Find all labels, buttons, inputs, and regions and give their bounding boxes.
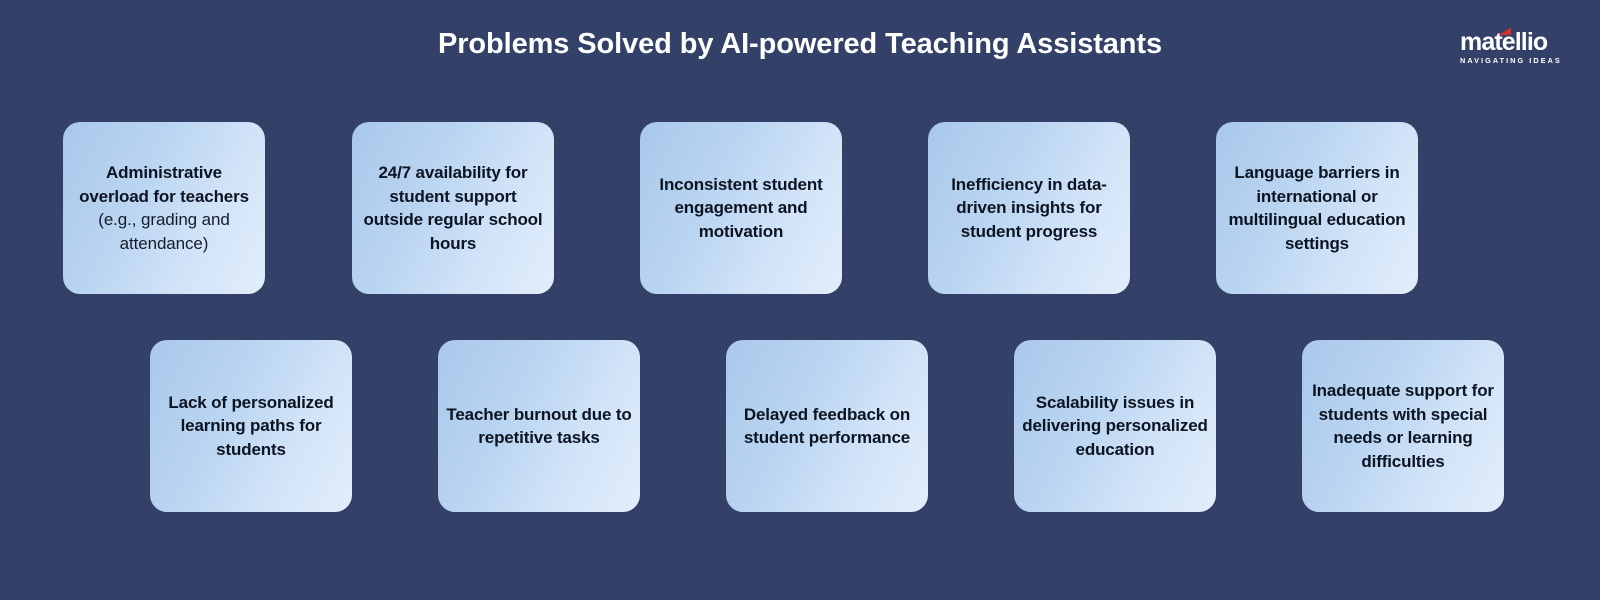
problem-card-text: Inconsistent student engagement and moti… [646, 173, 836, 244]
problem-card-text: Lack of personalized learning paths for … [156, 391, 346, 462]
problem-card-text: Inadequate support for students with spe… [1308, 379, 1498, 473]
problem-card-inconsistent-engagement[interactable]: Inconsistent student engagement and moti… [640, 122, 842, 294]
problem-card-text: 24/7 availability for student support ou… [358, 161, 548, 255]
problem-card-no-personalized-paths[interactable]: Lack of personalized learning paths for … [150, 340, 352, 512]
problem-cards-row-bottom: Lack of personalized learning paths for … [0, 340, 1600, 512]
brand-logo: matellio NAVIGATING IDEAS [1460, 27, 1572, 66]
problem-card-label: Language barriers in international or mu… [1228, 163, 1406, 253]
page-title: Problems Solved by AI-powered Teaching A… [437, 28, 1163, 60]
logo-wordmark-container: matellio [1460, 27, 1572, 56]
problem-card-label: Inadequate support for students with spe… [1312, 381, 1494, 471]
logo-swoosh-icon [1497, 27, 1512, 36]
problem-card-scalability-issues[interactable]: Scalability issues in delivering persona… [1014, 340, 1216, 512]
problem-card-label: Administrative overload for teachers [79, 163, 249, 206]
problem-card-label: Inconsistent student engagement and moti… [659, 174, 823, 241]
problem-card-data-driven-inefficiency[interactable]: Inefficiency in data-driven insights for… [928, 122, 1130, 294]
logo-wordmark-text: matellio [1460, 28, 1548, 56]
problem-card-label: Lack of personalized learning paths for … [168, 392, 334, 459]
problem-card-text: Delayed feedback on student performance [732, 403, 922, 450]
problem-card-label: Teacher burnout due to repetitive tasks [446, 404, 632, 448]
problem-card-text: Administrative overload for teachers (e.… [69, 161, 259, 255]
problem-card-text: Inefficiency in data-driven insights for… [934, 173, 1124, 244]
logo-tagline: NAVIGATING IDEAS [1460, 56, 1562, 65]
problem-card-administrative-overload[interactable]: Administrative overload for teachers (e.… [63, 122, 265, 294]
problem-card-note: (e.g., grading and attendance) [98, 210, 230, 253]
problem-card-label: Inefficiency in data-driven insights for… [951, 174, 1107, 241]
problem-card-label: Delayed feedback on student performance [743, 404, 911, 448]
problem-card-language-barriers[interactable]: Language barriers in international or mu… [1216, 122, 1418, 294]
problem-card-inadequate-special-needs-support[interactable]: Inadequate support for students with spe… [1302, 340, 1504, 512]
header: Problems Solved by AI-powered Teaching A… [0, 0, 1600, 96]
problem-card-teacher-burnout[interactable]: Teacher burnout due to repetitive tasks [438, 340, 640, 512]
problem-card-label: 24/7 availability for student support ou… [363, 163, 543, 253]
problem-card-text: Scalability issues in delivering persona… [1020, 391, 1210, 462]
problem-card-text: Teacher burnout due to repetitive tasks [444, 403, 634, 450]
problem-card-label: Scalability issues in delivering persona… [1022, 392, 1208, 459]
problem-card-delayed-feedback[interactable]: Delayed feedback on student performance [726, 340, 928, 512]
problem-card-availability-24-7[interactable]: 24/7 availability for student support ou… [352, 122, 554, 294]
problem-cards-row-top: Administrative overload for teachers (e.… [0, 122, 1600, 294]
problem-card-text: Language barriers in international or mu… [1222, 161, 1412, 255]
